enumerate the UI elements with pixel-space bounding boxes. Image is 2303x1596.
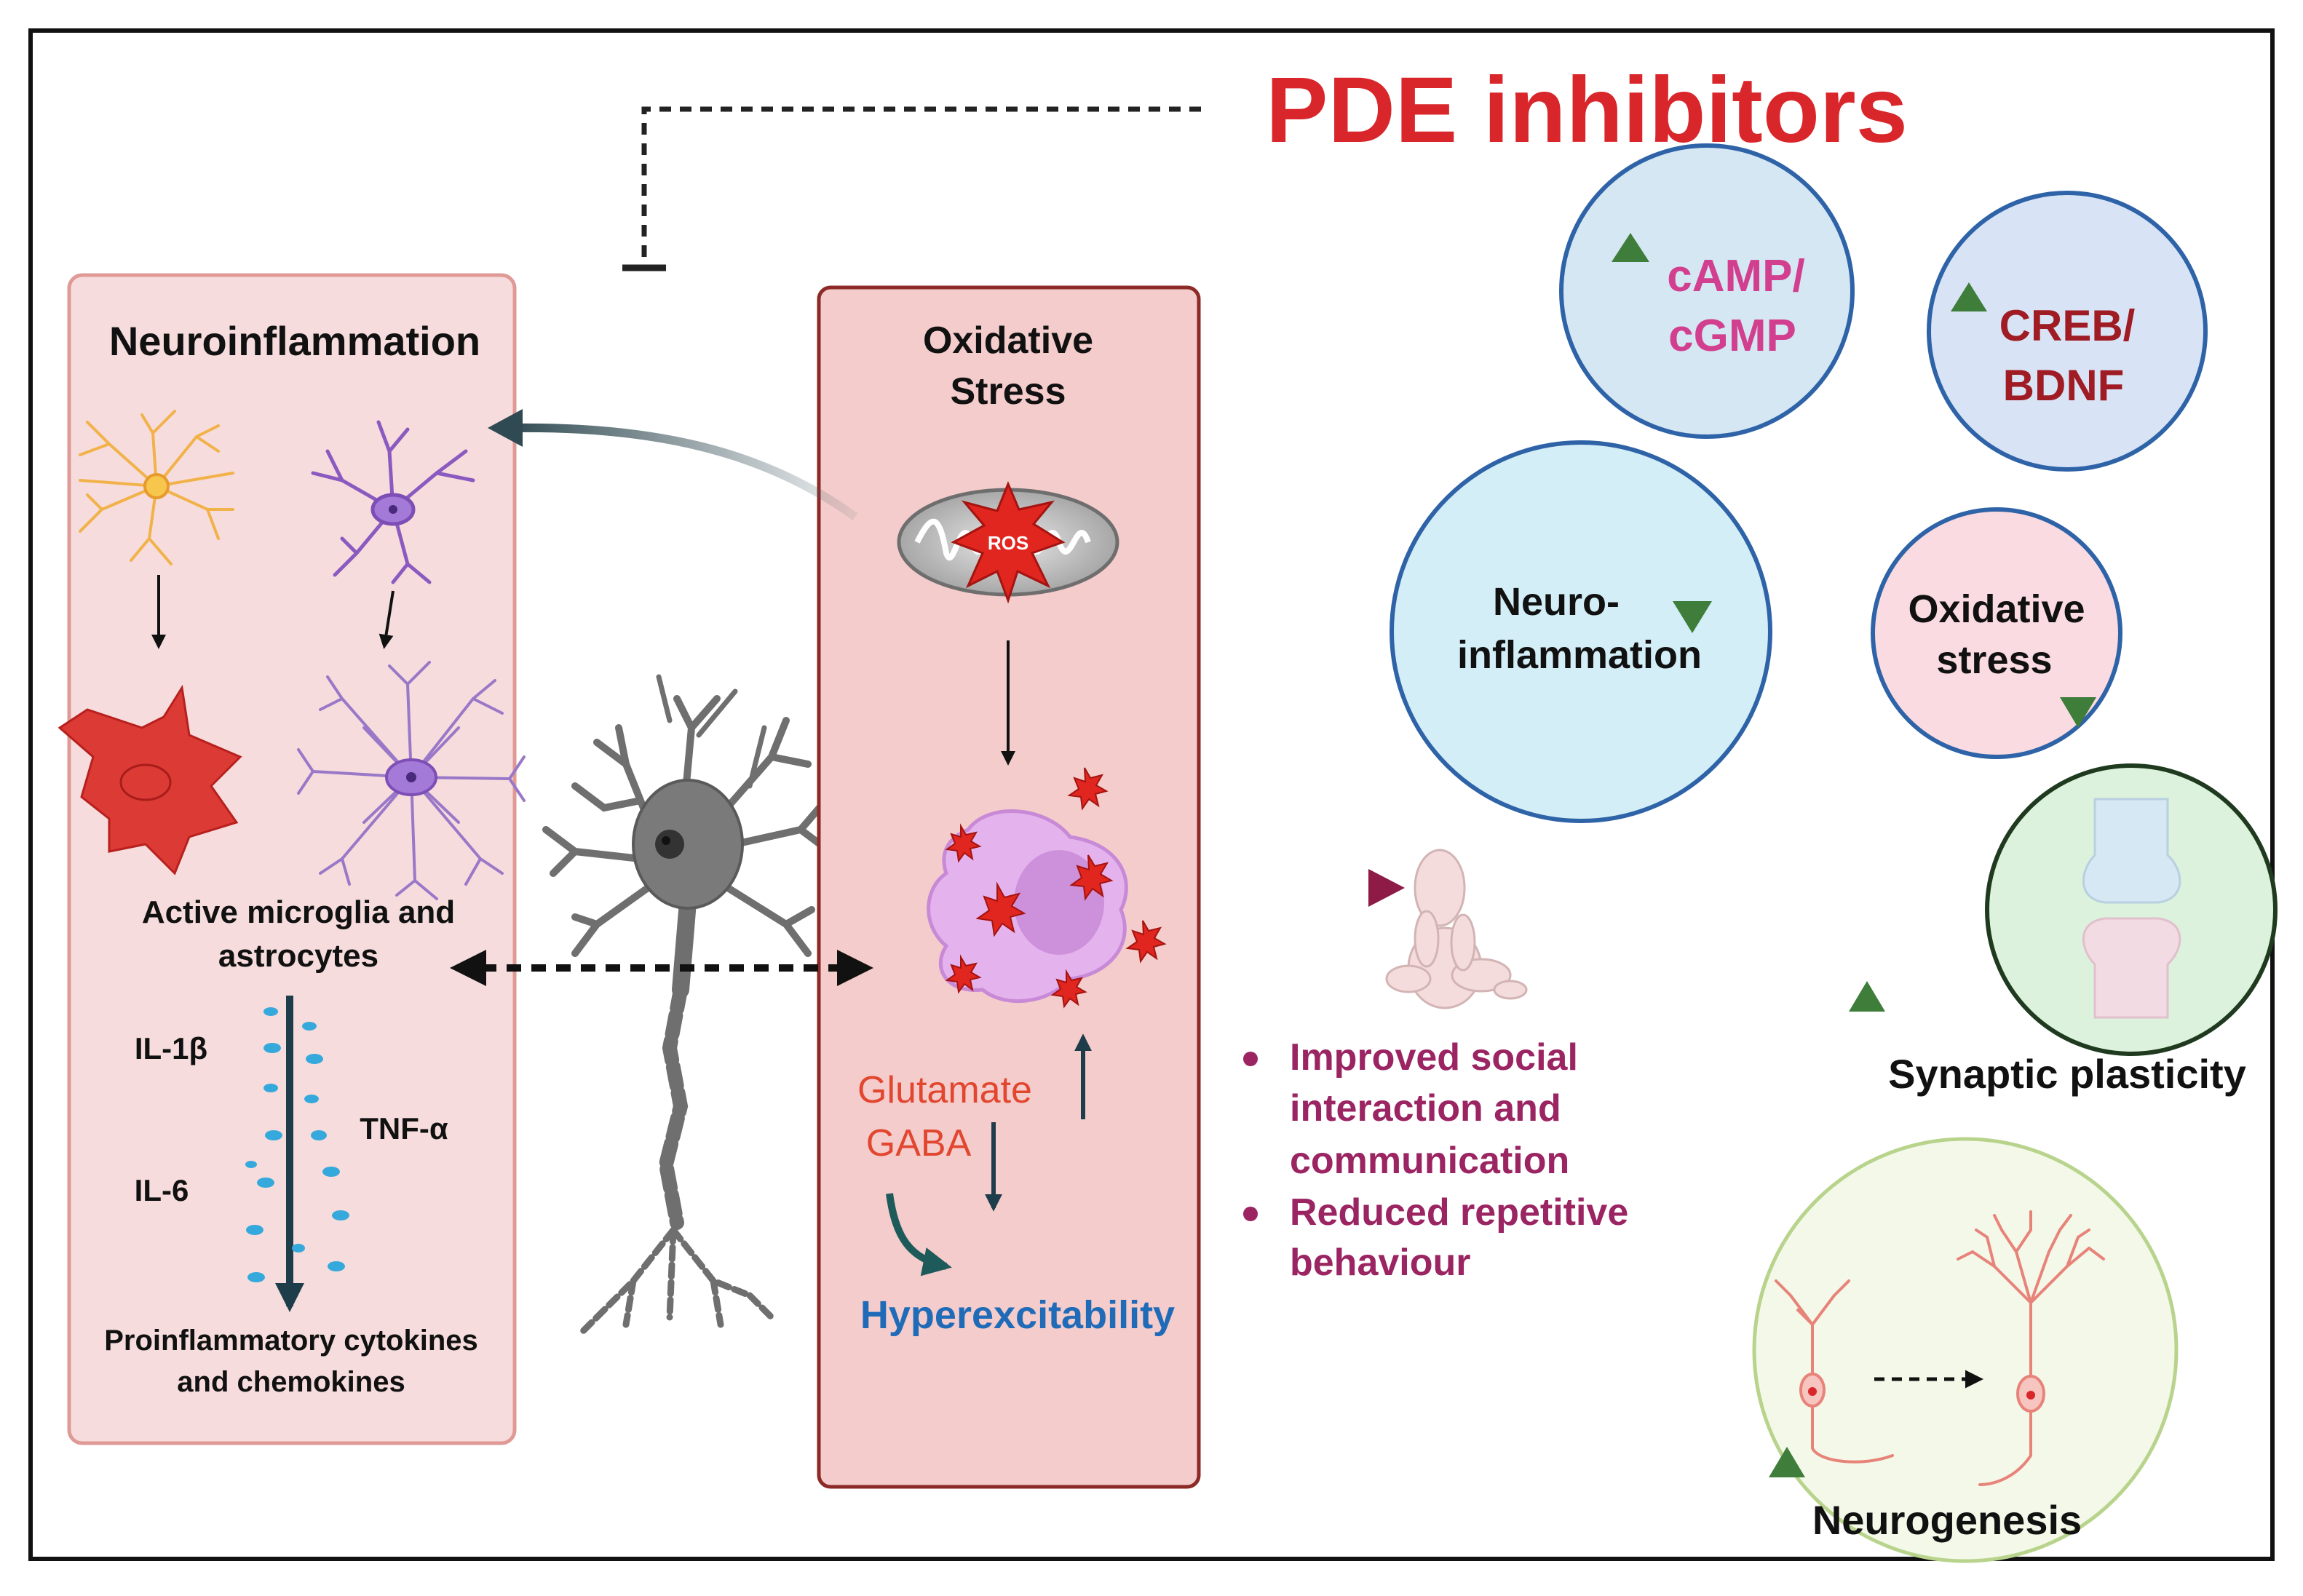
oxidative-to-inflammation-arrowhead [488,409,523,447]
synaptic-plasticity-label: Synaptic plasticity [1888,1051,2246,1097]
synapse-circle [1985,763,2278,1056]
oxidative-panel-title-1: Oxidative [923,319,1093,362]
outcome-bullet-2 [1243,1207,1258,1221]
creb-up-arrowhead [1951,282,1987,311]
pde-inhibitors-title: PDE inhibitors [1266,58,1908,162]
oxidative-stress-panel: Oxidative Stress ROS Glutamate GABA [817,285,1201,1489]
camp-up-arrowhead [1612,233,1649,262]
hyperexcitability-label: Hyperexcitability [860,1293,1175,1337]
hyperexcitability-curve-arrow [886,1193,952,1277]
active-glia-caption-1: Active microglia and [142,894,455,930]
inhibition-dashed-line [641,106,1201,266]
neuron-soma [632,779,744,910]
tnf-alpha-label: TNF-α [360,1111,448,1146]
immature-neuron-icon [1775,1279,1894,1464]
outcomes-list: Improved social interaction and communic… [1243,1036,1628,1284]
outcome-2-line-1: Reduced repetitive [1290,1191,1628,1234]
microglia-activation-arrow [378,590,395,649]
camp-cgmp-circle: cAMP/ cGMP [1559,143,1855,439]
mitochondrion-icon [897,481,1119,604]
cytokines-caption-1: Proinflammatory cytokines [104,1325,478,1357]
neuroinflammation-panel: Neuroinflammation [58,273,526,1445]
neurogenesis-label: Neurogenesis [1812,1497,2082,1543]
damaged-cell-icon [927,809,1128,1004]
cgmp-label: cGMP [1668,311,1796,361]
neuron-icon [542,674,833,1335]
outcome-1-line-1: Improved social [1290,1036,1578,1079]
outcome-2-line-2: behaviour [1290,1242,1471,1284]
il-6-label: IL-6 [135,1173,189,1207]
baby-icon [1385,849,1528,1009]
cytokines-caption-2: and chemokines [177,1366,405,1398]
camp-label: cAMP/ [1667,251,1804,301]
oxidative-down-arrowhead [2060,697,2096,728]
gaba-label: GABA [866,1122,972,1164]
glutamate-label: Glutamate [857,1069,1032,1111]
synaptic-up-arrowhead [1849,981,1885,1012]
cytokine-particles [245,1007,349,1282]
outcome-bullet-1 [1243,1052,1258,1066]
il-1beta-label: IL-1β [135,1031,207,1065]
neuron-nucleus [655,830,684,859]
oxidative-effect-circle: Oxidative stress [1871,507,2122,759]
outcome-1-line-3: communication [1290,1140,1569,1182]
activated-microglia-icon [58,684,242,876]
neurogenesis-up-arrowhead [1769,1447,1805,1477]
outcome-arrowhead [1368,869,1405,907]
ros-burst-markers [945,767,1167,1009]
creb-bdnf-circle: CREB/ BDNF [1927,191,2208,472]
outcome-1-line-2: interaction and [1290,1087,1561,1129]
neuro-label: Neuro- [1493,580,1620,624]
postsynaptic-terminal [2082,917,2181,1019]
neuron-nucleolus [662,836,670,845]
oxidative-effect-label-1: Oxidative [1908,587,2085,631]
active-glia-caption-2: astrocytes [218,938,378,974]
neuroinflammation-panel-title: Neuroinflammation [109,318,480,364]
neuroinflammation-down-arrowhead [1673,601,1712,633]
mature-neuron-icon [1957,1210,2105,1486]
creb-label: CREB/ [1999,301,2136,350]
neuroinflammation-effect-circle: Neuro- inflammation [1390,440,1772,823]
neurogenesis-circle [1752,1137,2179,1563]
bdnf-label: BDNF [2003,361,2125,410]
outer-frame [28,28,2275,1561]
presynaptic-terminal [2082,798,2181,904]
oxidative-panel-title-2: Stress [951,370,1066,413]
oxidative-effect-label-2: stress [1936,638,2052,682]
resting-astrocyte-icon [79,410,234,565]
resting-microglia-icon [311,420,475,584]
inflammation-label: inflammation [1457,633,1702,677]
activated-astrocyte-icon [297,661,526,900]
ros-label: ROS [988,532,1028,554]
oxidative-to-inflammation-arrow [509,423,858,520]
